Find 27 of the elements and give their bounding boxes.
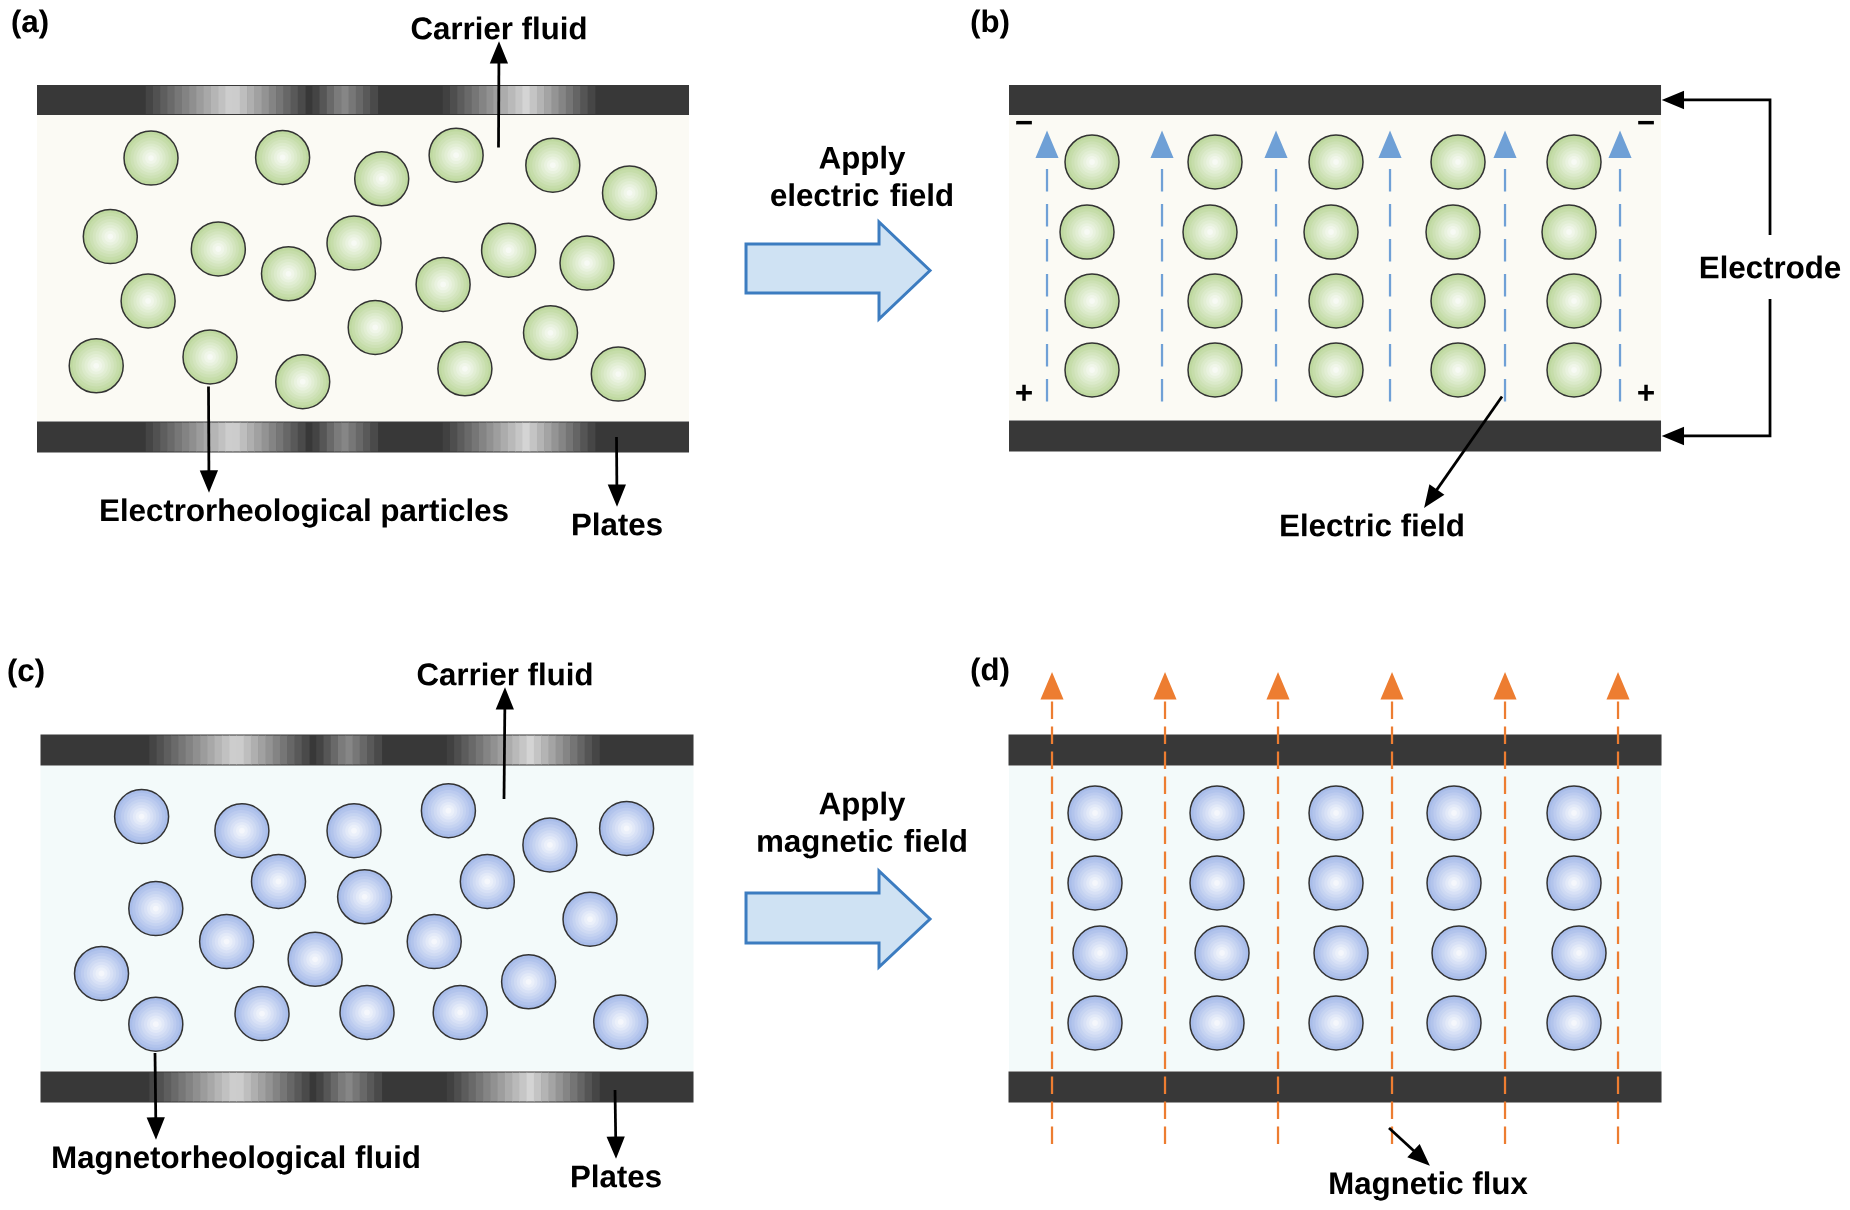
plate [40,734,694,766]
polarity-sign: + [1638,384,1654,401]
callout-label: Magnetorheological fluid [53,1145,419,1175]
plate [37,85,689,115]
callout-label: Electrode [1700,255,1841,279]
panel-label: (d) [971,657,1009,687]
polarity-sign: − [1016,120,1032,125]
instruction-text: Apply magnetic field [758,791,966,859]
plate [1009,85,1662,115]
callout-label: Magnetic flux [1330,1171,1528,1201]
instruction-text: Apply electric field [771,145,952,207]
plate [1008,1071,1662,1103]
plate [40,1071,694,1103]
callout-label: Electric field [1281,513,1463,537]
callout-label: Carrier fluid [411,16,586,40]
plate [37,421,689,453]
polarity-sign: − [1638,120,1654,125]
plate [1009,420,1662,452]
panel-label: (a) [12,9,48,39]
callout-label: Carrier fluid [417,662,592,686]
callout-label: Plates [573,512,662,536]
plate [1008,734,1662,766]
callout-label: Plates [572,1164,661,1188]
panel-label: (b) [971,9,1009,39]
polarity-sign: + [1016,384,1032,401]
panel-label: (c) [8,658,44,688]
callout-label: Electrorheological particles [101,498,508,528]
